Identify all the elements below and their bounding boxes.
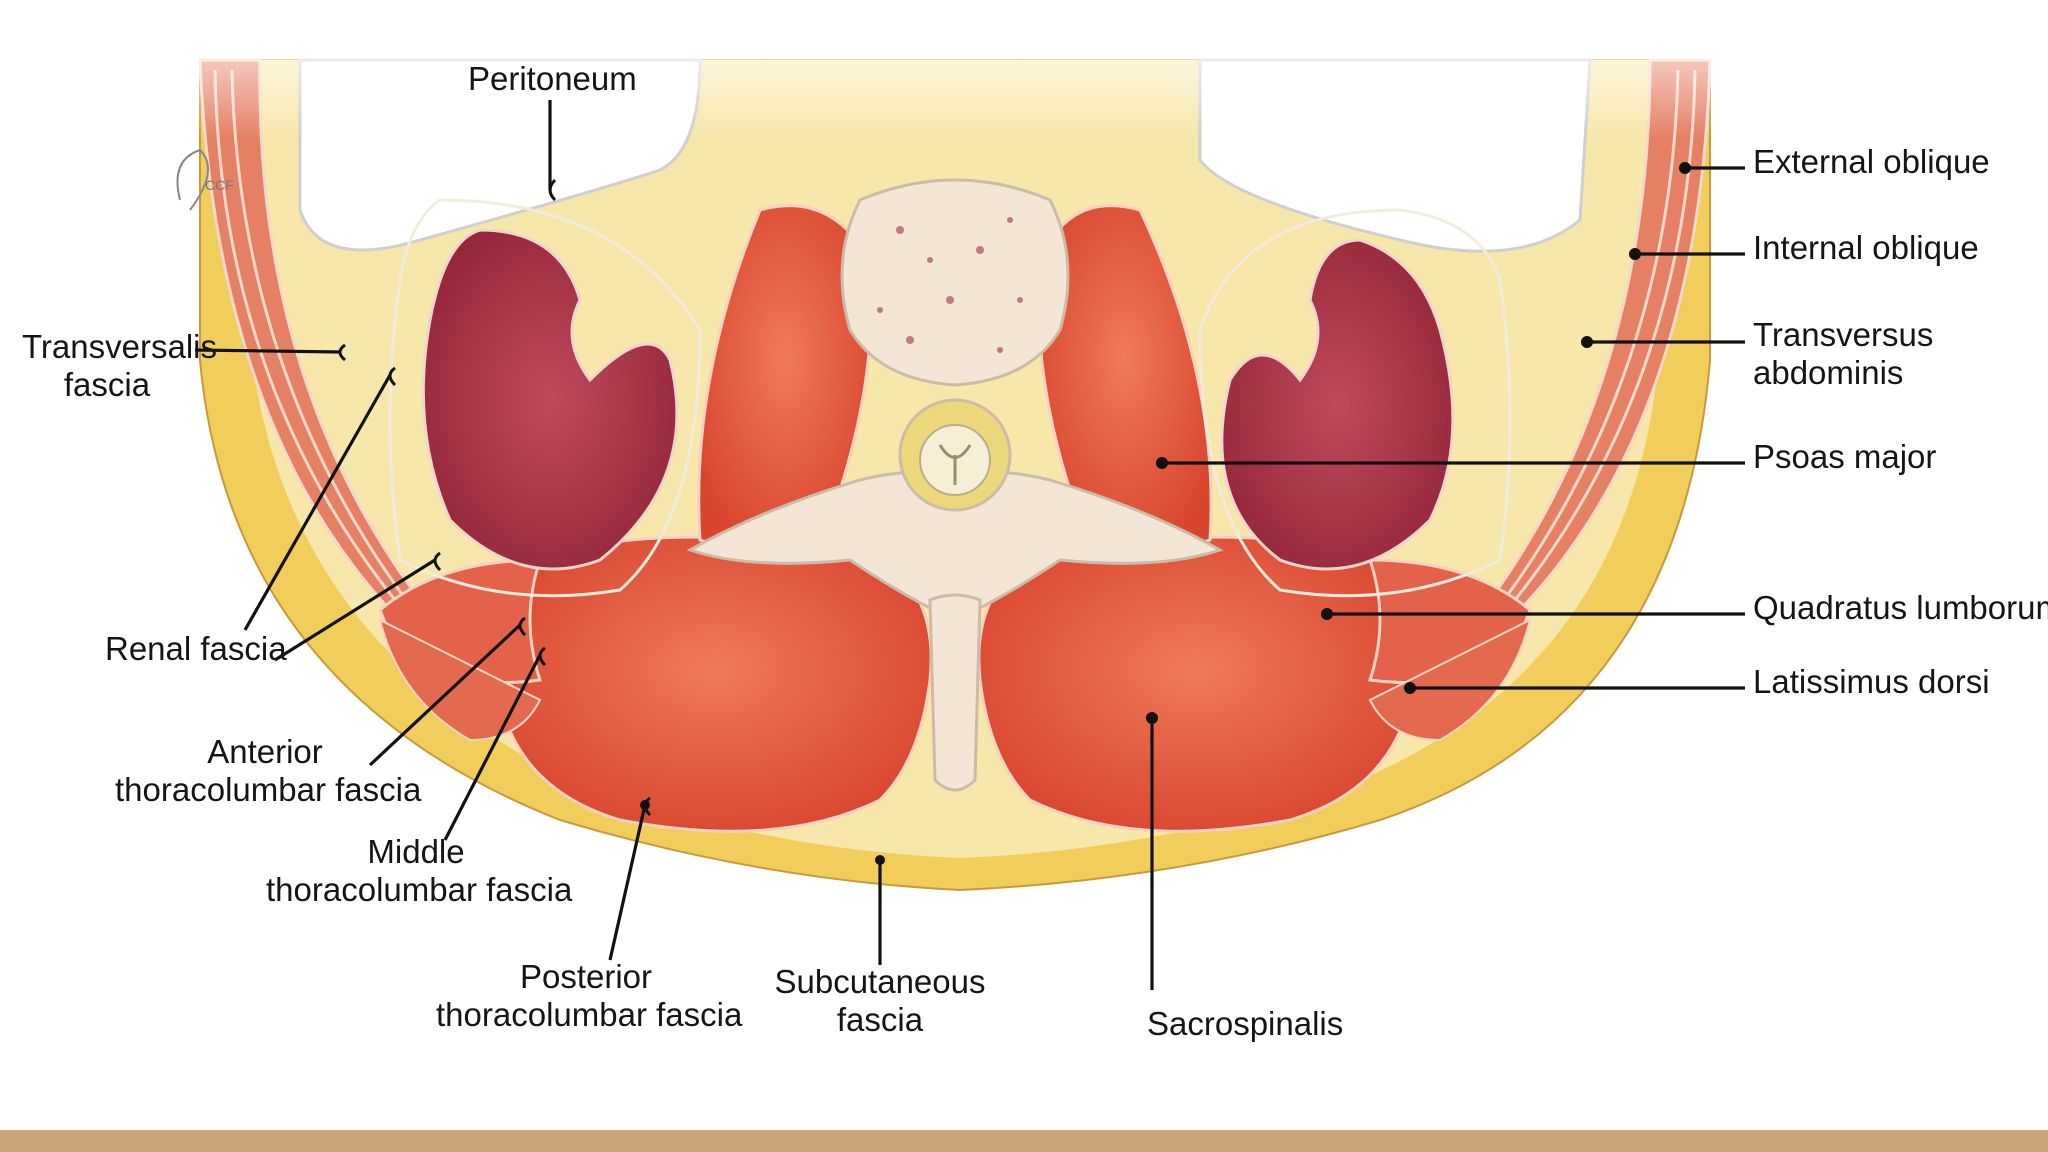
left-renal-fascia-outline (388, 198, 702, 598)
label-transversalis-line2: fascia (63, 366, 151, 403)
label-sacrospinalis: Sacrospinalis (1147, 1005, 1344, 1042)
right-sacrospinalis (977, 535, 1414, 833)
artist-signature: CCF (205, 177, 234, 193)
label-anterior-tlf: Anterior thoracolumbar fascia (115, 733, 422, 809)
spinous-process (928, 593, 982, 792)
label-posterior-tlf: Posterior thoracolumbar fascia (436, 958, 743, 1034)
label-renal-fascia: Renal fascia (105, 630, 287, 667)
label-transversalis-line1: Transversalis (22, 328, 217, 365)
leader-lines (194, 100, 1745, 990)
bottom-accent-bar (0, 1130, 2048, 1152)
label-middle-tlf-line2: thoracolumbar fascia (266, 871, 573, 908)
label-middle-tlf-line1: Middle (367, 833, 465, 870)
signature-scribble (176, 148, 209, 211)
label-latissimus-dorsi: Latissimus dorsi (1753, 663, 1990, 700)
label-middle-tlf: Middle thoracolumbar fascia (266, 833, 573, 909)
label-transversus-abdominis: Transversus abdominis (1753, 316, 1933, 392)
label-psoas-major: Psoas major (1753, 438, 1937, 475)
label-posterior-tlf-line2: thoracolumbar fascia (436, 996, 743, 1033)
hook-markers (338, 178, 652, 817)
label-posterior-tlf-line1: Posterior (519, 958, 653, 995)
transverse-processes (686, 468, 1224, 622)
label-transversalis-fascia: Transversalis fascia (22, 328, 217, 404)
label-subcutaneous-line2: fascia (836, 1001, 924, 1038)
label-transversus-line2: abdominis (1753, 354, 1904, 391)
vertebral-body (840, 178, 1070, 387)
label-subcutaneous-fascia: Subcutaneous fascia (765, 963, 995, 1039)
label-internal-oblique: Internal oblique (1753, 229, 1979, 266)
label-transversus-line1: Transversus (1753, 316, 1934, 353)
label-peritoneum: Peritoneum (468, 60, 637, 97)
right-renal-fascia-outline (1198, 208, 1512, 598)
label-quadratus-lumborum: Quadratus lumborum (1753, 589, 2048, 626)
label-subcutaneous-line1: Subcutaneous (774, 963, 986, 1000)
label-external-oblique: External oblique (1753, 143, 1990, 180)
left-kidney (421, 228, 679, 571)
label-anterior-tlf-line1: Anterior (207, 733, 323, 770)
right-kidney (1220, 238, 1455, 571)
marrow-speckles (877, 217, 1023, 353)
label-anterior-tlf-line2: thoracolumbar fascia (115, 771, 422, 808)
left-sacrospinalis (496, 535, 933, 833)
